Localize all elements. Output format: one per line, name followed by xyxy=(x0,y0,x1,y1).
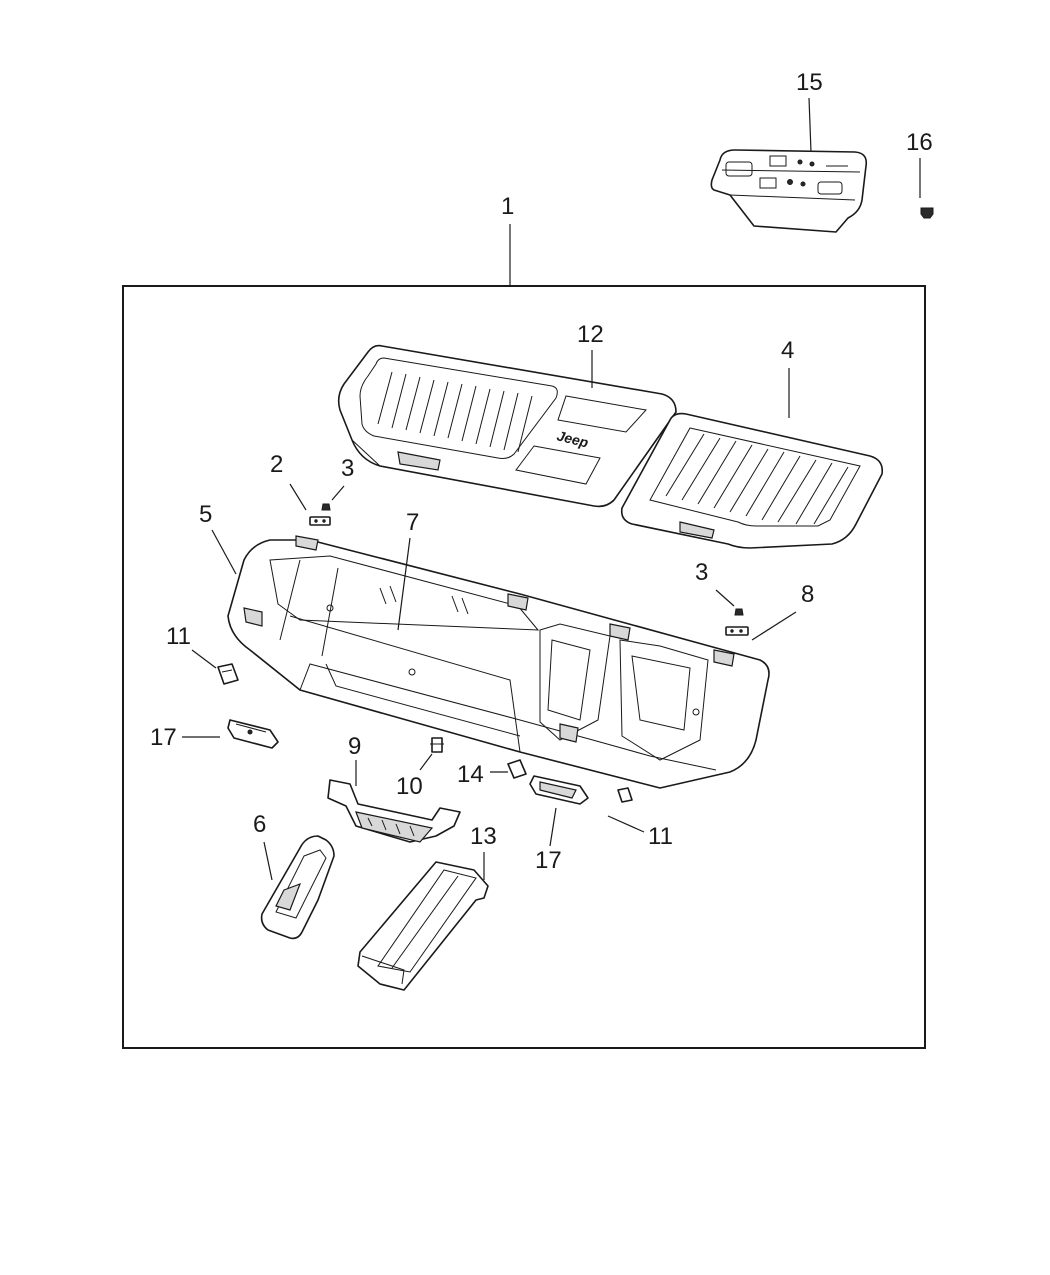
callout-16: 16 xyxy=(906,129,933,156)
callout-6: 6 xyxy=(253,811,266,838)
callout-11-right: 11 xyxy=(648,823,673,850)
part-12-load-floor-panel: Jeep xyxy=(337,344,677,508)
callout-1: 1 xyxy=(501,193,514,220)
part-11-retainer-left xyxy=(217,663,239,685)
callout-7: 7 xyxy=(406,509,419,536)
part-3-fastener-right xyxy=(734,608,744,616)
callout-4: 4 xyxy=(781,337,794,364)
callout-15: 15 xyxy=(796,69,823,96)
callout-5: 5 xyxy=(199,501,212,528)
callout-3-upper: 3 xyxy=(341,455,354,482)
part-13-bin-divider xyxy=(357,861,489,991)
brand-logo: Jeep xyxy=(555,427,590,450)
part-14-retainer xyxy=(507,759,527,779)
part-10-clip xyxy=(430,737,444,753)
part-17-latch-right xyxy=(529,775,589,805)
leader-11b xyxy=(607,815,645,833)
leader-7 xyxy=(397,537,411,631)
leader-2 xyxy=(289,483,307,511)
part-8-clip xyxy=(725,626,749,636)
callout-11-left: 11 xyxy=(166,623,191,650)
part-5-storage-bin xyxy=(227,535,770,789)
part-2-clip xyxy=(309,516,331,526)
callout-3-right: 3 xyxy=(695,559,708,586)
part-4-small-load-floor-panel xyxy=(620,412,884,549)
callout-13: 13 xyxy=(470,823,497,850)
callout-12: 12 xyxy=(577,321,604,348)
part-15-console-insert xyxy=(710,149,868,233)
callout-17-left: 17 xyxy=(150,724,177,751)
part-9-bracket xyxy=(327,779,461,843)
leader-6 xyxy=(263,841,273,881)
leader-5 xyxy=(211,529,237,575)
leader-17b xyxy=(549,807,557,847)
part-16-screw xyxy=(920,207,934,219)
callout-10: 10 xyxy=(396,773,423,800)
callout-2: 2 xyxy=(270,451,283,478)
leader-3a xyxy=(331,485,345,501)
leader-15 xyxy=(808,97,812,153)
leader-8 xyxy=(751,611,797,641)
leader-lines xyxy=(182,97,921,881)
callout-9: 9 xyxy=(348,733,361,760)
part-11-retainer-right xyxy=(617,787,633,803)
part-6-bin-insert xyxy=(260,835,335,940)
callout-14: 14 xyxy=(457,761,484,788)
leader-11a xyxy=(191,649,217,669)
part-3-fastener-upper xyxy=(321,503,331,511)
assembly-frame xyxy=(122,285,926,1049)
leader-10 xyxy=(419,753,433,771)
callout-8: 8 xyxy=(801,581,814,608)
part-17-latch-left xyxy=(227,719,279,749)
callouts: 1 15 16 12 4 2 3 5 7 3 8 11 17 9 10 14 1… xyxy=(150,69,933,874)
callout-17-right: 17 xyxy=(535,847,562,874)
leader-3b xyxy=(715,589,735,607)
